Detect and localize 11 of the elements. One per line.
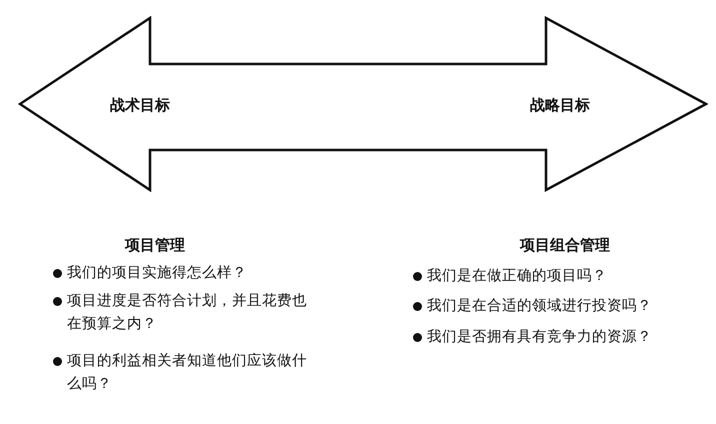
bullet-text: 项目的利益相关者知道他们应该做什么吗？	[67, 352, 308, 394]
bullet-text: 我们是否拥有具有竞争力的资源？	[427, 328, 652, 347]
double-arrow-shape	[18, 16, 708, 192]
section-heading: 项目管理	[124, 235, 186, 256]
bullet-text: 项目进度是否符合计划，并且花费也在预算之内？	[67, 292, 308, 334]
arrow-label: 战术目标	[110, 96, 170, 115]
bullet-text: 我们是在合适的领域进行投资吗？	[427, 297, 652, 316]
section-heading: 项目组合管理	[518, 235, 611, 256]
bullet-text: 我们的项目实施得怎么样？	[67, 264, 247, 283]
bullet-text: 我们是在做正确的项目吗？	[427, 267, 607, 286]
arrow-label: 战略目标	[530, 96, 590, 115]
